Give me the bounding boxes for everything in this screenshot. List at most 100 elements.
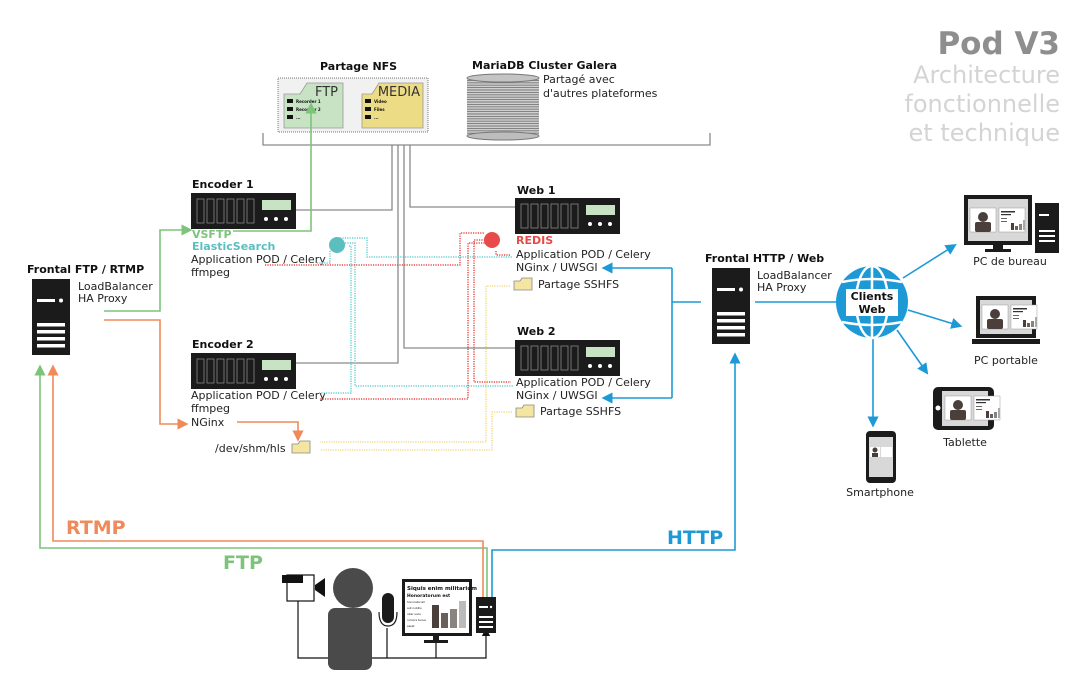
encoder1-vsftp: VSFTP xyxy=(192,228,232,241)
ftp-flow: FTP xyxy=(34,102,488,597)
mariadb-title: MariaDB Cluster Galera xyxy=(472,59,617,72)
frontal-ftp-service: HA Proxy xyxy=(78,292,128,305)
redis-links xyxy=(265,232,511,400)
nfs-ftp-item: Recorder 2 xyxy=(296,107,321,112)
device-label: PC de bureau xyxy=(973,255,1047,268)
globe-label-box xyxy=(846,289,898,316)
storage-bus-wiring xyxy=(262,133,711,364)
hls-path: /dev/shm/hls xyxy=(215,442,286,455)
rack-server-icon xyxy=(514,197,621,235)
tower-server-icon xyxy=(32,279,70,355)
nfs-folder-media: MEDIA Video Files ... xyxy=(361,82,424,129)
tower-server-icon xyxy=(712,268,750,344)
screen-line: honoratorum xyxy=(407,600,426,604)
protocol-rtmp: RTMP xyxy=(66,517,126,539)
mariadb-note-line-1: Partagé avec xyxy=(543,73,615,86)
http-flow: HTTP xyxy=(491,244,963,597)
nfs-media-item: Video xyxy=(374,99,387,104)
encoder2-service: ffmpeg xyxy=(191,402,230,415)
folder-icon xyxy=(291,440,311,454)
nfs-ftp-item: Recorder 1 xyxy=(296,99,321,104)
nfs-media-item: ... xyxy=(374,115,379,120)
screen-line: esset xyxy=(407,624,415,628)
nfs-title: Partage NFS xyxy=(320,60,397,73)
device-label: Tablette xyxy=(942,436,987,449)
device-label: Smartphone xyxy=(846,486,914,499)
camera-icon xyxy=(282,574,325,602)
encoder2-service: Application POD / Celery xyxy=(191,389,326,402)
mariadb-cluster: MariaDB Cluster Galera Partagé avec d'au… xyxy=(466,59,658,141)
storage-bus xyxy=(262,133,711,146)
screen-line: rumore tenus xyxy=(407,618,426,622)
screen-title: Siquis enim militarium xyxy=(407,586,477,592)
encoder1-service: ffmpeg xyxy=(191,266,230,279)
frontal-http-service: LoadBalancer xyxy=(757,269,832,282)
recording-studio: Siquis enim militarium Honoratorum est h… xyxy=(282,568,496,670)
device-pc-bureau: PC de bureau xyxy=(964,195,1059,268)
redis-node xyxy=(484,232,500,248)
web-2: Web 2 Application POD / Celery NGinx / U… xyxy=(514,325,651,418)
screen-subtitle: Honoratorum est xyxy=(407,593,451,599)
bus-to-web2 xyxy=(403,145,515,349)
device-label: PC portable xyxy=(974,354,1038,367)
encoder1-service: Application POD / Celery xyxy=(191,253,326,266)
encoder2-title: Encoder 2 xyxy=(192,338,254,351)
rtmp-flow: RTMP xyxy=(47,319,484,597)
screen-line: inter suos xyxy=(407,612,421,616)
device-tablette: Tablette xyxy=(933,387,1001,449)
microphone-icon xyxy=(378,593,398,627)
title-block: Pod V3 Architecture fonctionnelle et tec… xyxy=(904,26,1060,147)
monitor-icon: Siquis enim militarium Honoratorum est h… xyxy=(402,579,477,643)
frontal-http-service: HA Proxy xyxy=(757,281,807,294)
encoder-1: Encoder 1 VSFTP ElasticSearch Applicatio… xyxy=(190,178,326,279)
folder-icon xyxy=(513,277,533,291)
web1-redis: REDIS xyxy=(516,234,553,247)
clients-web-globe: Clients Web xyxy=(836,264,908,340)
clients-label-line-2: Web xyxy=(858,303,885,316)
database-icon xyxy=(466,73,540,141)
web1-service: Application POD / Celery xyxy=(516,248,651,261)
frontal-ftp-rtmp: Frontal FTP / RTMP LoadBalancer HA Proxy xyxy=(27,263,153,355)
clients-label-line-1: Clients xyxy=(851,290,894,303)
sshfs-links xyxy=(320,285,512,451)
rack-server-icon xyxy=(190,352,297,390)
web1-service: NGinx / UWSGI xyxy=(516,261,598,274)
encoder2-service: NGinx xyxy=(191,416,225,429)
title-sub-line-2: fonctionnelle xyxy=(904,90,1060,118)
folder-icon xyxy=(515,404,535,418)
mariadb-note-line-2: d'autres plateformes xyxy=(543,87,658,100)
web2-sshfs: Partage SSHFS xyxy=(540,405,621,418)
device-smartphone: Smartphone xyxy=(846,431,914,499)
nfs-ftp-item: ... xyxy=(296,115,301,120)
web-1: Web 1 REDIS Application POD / Celery NGi… xyxy=(513,184,651,291)
recorder-tower-icon xyxy=(476,597,496,633)
frontal-ftp-service: LoadBalancer xyxy=(78,280,153,293)
encoder1-title: Encoder 1 xyxy=(192,178,254,191)
bus-to-encoder1 xyxy=(293,145,393,211)
rack-server-icon xyxy=(190,192,297,230)
bus-to-encoder2 xyxy=(293,145,399,364)
elasticsearch-node xyxy=(329,237,345,253)
nfs-media-item: Files xyxy=(374,107,385,112)
bus-to-web1 xyxy=(409,145,515,208)
screen-line: aut nobilis xyxy=(407,606,422,610)
frontal-http-title: Frontal HTTP / Web xyxy=(705,252,824,265)
web2-service: Application POD / Celery xyxy=(516,376,651,389)
web2-service: NGinx / UWSGI xyxy=(516,389,598,402)
frontal-http-web: Frontal HTTP / Web LoadBalancer HA Proxy xyxy=(705,252,832,344)
web1-title: Web 1 xyxy=(517,184,556,197)
protocol-http: HTTP xyxy=(667,527,723,549)
nfs-share: Partage NFS FTP Recorder 1 Recorder 2 ..… xyxy=(277,60,429,133)
web2-title: Web 2 xyxy=(517,325,556,338)
nfs-folder-media-name: MEDIA xyxy=(378,85,420,100)
title-main: Pod V3 xyxy=(937,26,1060,62)
presenter-icon xyxy=(328,568,373,670)
frontal-ftp-title: Frontal FTP / RTMP xyxy=(27,263,144,276)
web1-sshfs: Partage SSHFS xyxy=(538,278,619,291)
protocol-ftp: FTP xyxy=(223,552,263,574)
rack-server-icon xyxy=(514,339,621,377)
device-pc-portable: PC portable xyxy=(972,296,1040,367)
nfs-folder-ftp-name: FTP xyxy=(315,85,338,100)
title-sub-line-3: et technique xyxy=(909,119,1060,147)
